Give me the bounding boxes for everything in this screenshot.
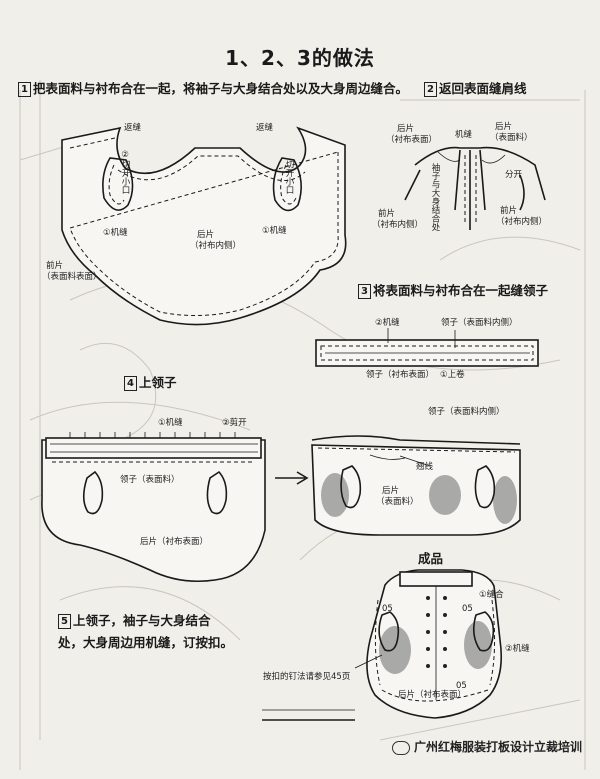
d5-snap-note: 按扣的钉法请参见45页 <box>263 672 350 682</box>
d5-machine-seam: ②机缝 <box>505 644 530 654</box>
d5-back-piece: 后片（衬布表面） <box>398 690 466 700</box>
d5-size-left: 05 <box>382 604 393 614</box>
d5-sewn-together: ①缝合 <box>479 590 504 600</box>
d5-size-right: 05 <box>462 604 473 614</box>
wechat-icon <box>392 741 410 755</box>
watermark-text: 广州红梅服装打板设计立裁培训 <box>414 740 582 754</box>
watermark: 广州红梅服装打板设计立裁培训 <box>392 738 582 755</box>
